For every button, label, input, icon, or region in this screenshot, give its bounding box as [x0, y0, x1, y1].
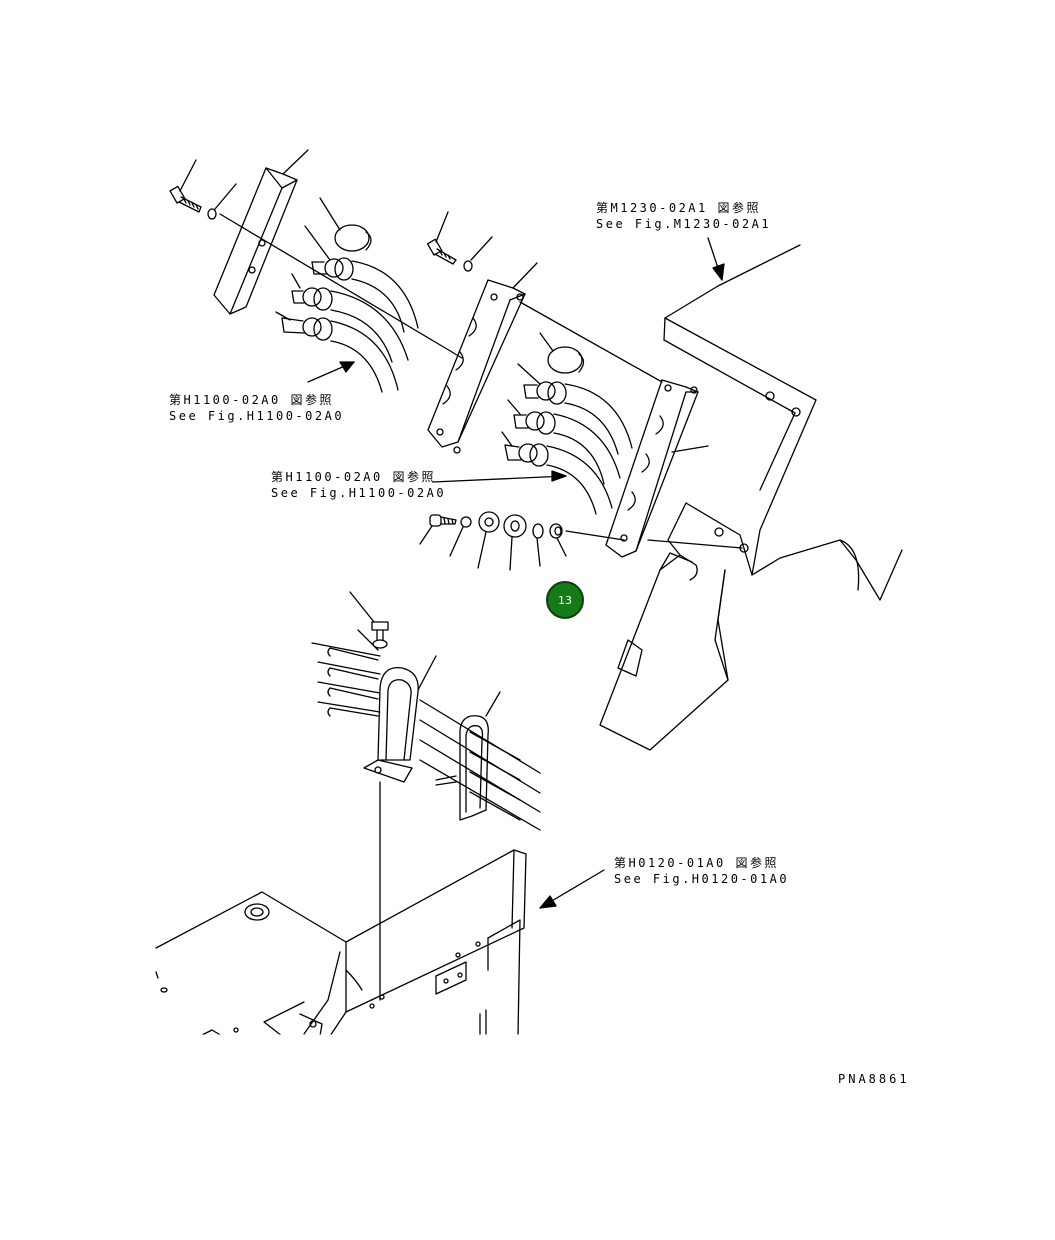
hose-cap-middle [540, 333, 584, 373]
reference-jp-text: 第M1230-02A1 図参照 [596, 201, 761, 215]
reference-label-h0120: 第H0120-01A0 図参照 See Fig.H0120-01A0 [614, 855, 789, 887]
console-body-right [600, 245, 902, 750]
middle-clamp-group [428, 212, 708, 557]
reference-label-h1100-lower: 第H1100-02A0 図参照 See Fig.H1100-02A0 [271, 469, 446, 501]
reference-en-text: See Fig.H1100-02A0 [169, 409, 345, 423]
notched-clamp-plate-middle [428, 263, 537, 453]
clamp-plate-upper [214, 150, 308, 314]
lower-hose-clamp-group [312, 592, 540, 1000]
washer-upper-left [208, 209, 216, 219]
bolt-upper-left [170, 160, 201, 212]
reference-label-m1230: 第M1230-02A1 図参照 See Fig.M1230-02A1 [596, 200, 771, 232]
washer-middle [464, 261, 472, 271]
drawing-part-number: PNA8861 [838, 1072, 910, 1086]
bolt-washer-row [420, 512, 742, 570]
part-callout-label: 13 [558, 593, 572, 607]
reference-jp-text: 第H0120-01A0 図参照 [614, 856, 779, 870]
hose-cap-upper [320, 198, 371, 251]
hose-fittings-middle [502, 364, 632, 514]
part-callout-13[interactable]: 13 [546, 581, 584, 619]
arrow-h1100-lower [433, 476, 566, 482]
reference-en-text: See Fig.M1230-02A1 [596, 217, 772, 231]
reference-jp-text: 第H1100-02A0 図参照 [271, 470, 436, 484]
reference-en-text: See Fig.H0120-01A0 [614, 872, 790, 886]
base-frame [150, 850, 526, 1036]
reference-label-h1100-upper: 第H1100-02A0 図参照 See Fig.H1100-02A0 [169, 392, 344, 424]
hose-fittings-upper [276, 226, 418, 392]
upper-left-clamp-group [170, 150, 462, 392]
bolt-middle [428, 212, 456, 264]
reference-en-text: See Fig.H1100-02A0 [271, 486, 447, 500]
reference-jp-text: 第H1100-02A0 図参照 [169, 393, 334, 407]
notched-clamp-plate-right [606, 380, 708, 557]
